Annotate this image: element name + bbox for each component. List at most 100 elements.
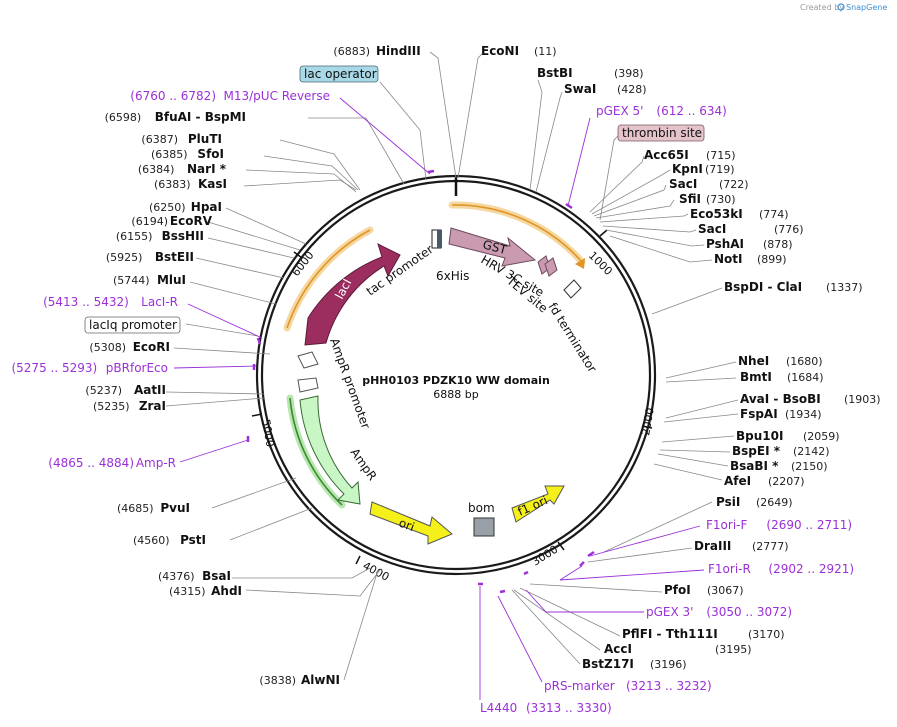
primer-leader-lines xyxy=(173,97,705,700)
primer-marks xyxy=(246,169,595,594)
ori-label: ori xyxy=(397,516,416,534)
site-num: (6194) xyxy=(131,215,168,228)
lacIq-promoter-feature xyxy=(297,351,319,369)
ampr-feature xyxy=(299,395,361,505)
site-name: SfoI xyxy=(197,147,224,161)
primer-range: (3050 .. 3072) xyxy=(706,605,792,619)
site-num: (2059) xyxy=(803,430,840,443)
primer-name: M13/pUC Reverse xyxy=(224,89,331,103)
thrombin-site-label: thrombin site xyxy=(622,126,702,140)
site-num: (2142) xyxy=(793,445,830,458)
gst-orf-arc-line xyxy=(451,204,583,263)
tick-4000: 4000 xyxy=(361,559,392,584)
site-name: BstEII xyxy=(155,250,194,264)
gst-label: GST xyxy=(481,237,509,257)
primer-range: (2690 .. 2711) xyxy=(766,518,852,532)
site-name: KpnI xyxy=(672,162,703,176)
site-name: PstI xyxy=(180,533,206,547)
site-name: DraIII xyxy=(694,539,731,553)
site-name: BstZ17I xyxy=(582,657,634,671)
site-name: KasI xyxy=(198,177,227,191)
site-num: (6250) xyxy=(149,201,186,214)
site-num: (6384) xyxy=(138,163,175,176)
fd-terminator-label: fd terminator xyxy=(545,300,599,375)
site-num: (6155) xyxy=(116,230,153,243)
snapgene-brand: SnapGene xyxy=(846,3,887,12)
primer-range: (2902 .. 2921) xyxy=(768,562,854,576)
site-num: (5235) xyxy=(93,400,130,413)
primer-name: LacI-R xyxy=(141,295,178,309)
tick-5000: 5000 xyxy=(259,418,277,448)
primer-labels: M13/pUC Reverse (6760 .. 6782) LacI-R (5413… xyxy=(11,89,854,715)
site-num: (4315) xyxy=(169,585,206,598)
site-name: AhdI xyxy=(211,584,242,598)
site-name: EcoRI xyxy=(133,340,170,354)
primer-name: F1ori-R xyxy=(708,562,751,576)
primer-name: pBRforEco xyxy=(106,361,168,375)
f1-ori-label: f1 ori xyxy=(516,493,550,519)
site-num: (2150) xyxy=(791,460,828,473)
site-name: BstBI xyxy=(537,66,573,80)
site-name: EcoRV xyxy=(170,214,213,228)
site-name: BfuAI - BspMI xyxy=(155,110,246,124)
laci-orf-arc-line xyxy=(286,229,371,329)
site-num: (5744) xyxy=(113,274,150,287)
primer-name: pGEX 3' xyxy=(646,605,693,619)
site-num: (5237) xyxy=(85,384,122,397)
site-num: (715) xyxy=(706,149,736,162)
site-name: AvaI - BsoBI xyxy=(740,392,821,406)
primer-name: Amp-R xyxy=(136,456,176,470)
site-name: BmtI xyxy=(740,370,772,384)
site-num: (6387) xyxy=(141,133,178,146)
primer-range: (5413 .. 5432) xyxy=(43,295,129,309)
site-name: ZraI xyxy=(139,399,166,413)
site-name: MluI xyxy=(157,273,186,287)
site-name: BssHII xyxy=(162,229,204,243)
site-num: (878) xyxy=(763,238,793,251)
left-site-labels: BfuAI - BspMI (6598) PluTI (6387) SfoI (6385)… xyxy=(85,110,340,687)
laci-feature xyxy=(304,243,401,346)
site-name: FspAI xyxy=(740,407,778,421)
site-name: AatII xyxy=(134,383,166,397)
site-name: BspDI - ClaI xyxy=(724,280,802,294)
site-name: PshAI xyxy=(706,237,744,251)
f1-ori-feature xyxy=(511,485,565,523)
site-num: (3195) xyxy=(715,643,752,656)
site-num: (3067) xyxy=(707,584,744,597)
primer-name: F1ori-F xyxy=(706,518,747,532)
site-num: (1337) xyxy=(826,281,863,294)
his-tag-label: 6xHis xyxy=(436,269,469,283)
primer-range: (6760 .. 6782) xyxy=(130,89,216,103)
site-name: EcoNI xyxy=(481,44,519,58)
site-num: (719) xyxy=(705,163,735,176)
site-name: PflFI - Tth111I xyxy=(622,627,718,641)
primer-range: (612 .. 634) xyxy=(656,104,726,118)
site-num: (5925) xyxy=(106,251,143,264)
site-name: Bpu10I xyxy=(736,429,783,443)
site-num: (398) xyxy=(614,67,644,80)
site-num: (1934) xyxy=(785,408,822,421)
site-name: PfoI xyxy=(664,583,691,597)
lacIq-promoter-box: lacIq promoter xyxy=(84,316,181,334)
fd-terminator-feature xyxy=(563,279,582,299)
primer-range: (3313 .. 3330) xyxy=(526,701,612,715)
ampr-label: AmpR xyxy=(348,446,380,483)
site-num: (730) xyxy=(706,193,736,206)
site-num: (1684) xyxy=(787,371,824,384)
site-name: NheI xyxy=(738,354,769,368)
site-num: (2777) xyxy=(752,540,789,553)
site-num: (5308) xyxy=(89,341,126,354)
site-num: (6598) xyxy=(105,111,142,124)
site-name: PsiI xyxy=(716,495,740,509)
site-name: NotI xyxy=(714,252,743,266)
site-num: (3170) xyxy=(748,628,785,641)
site-name: PluTI xyxy=(188,132,222,146)
site-num: (6385) xyxy=(151,148,188,161)
site-name: NarI * xyxy=(187,162,227,176)
primer-range: (3213 .. 3232) xyxy=(626,679,712,693)
site-num: (4376) xyxy=(158,570,195,583)
lac-operator-box: lac operator xyxy=(299,65,379,83)
site-num: (776) xyxy=(774,223,804,236)
amp-orf-arc-line xyxy=(289,397,343,506)
